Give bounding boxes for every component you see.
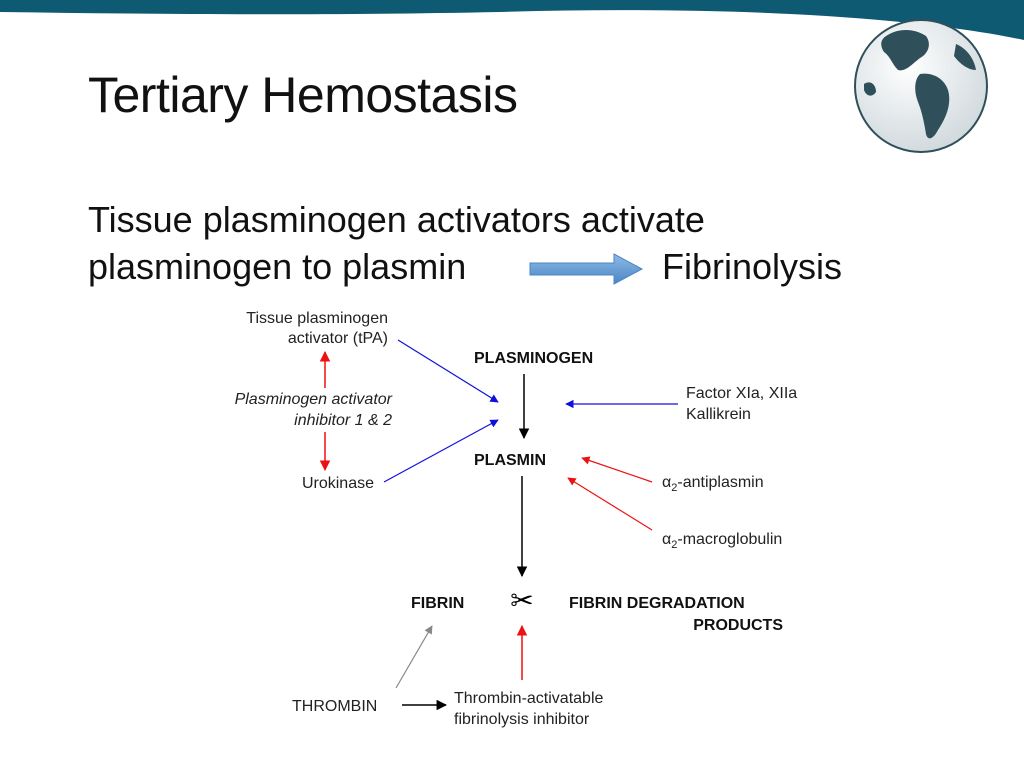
tafi-label-line-1: Thrombin-activatable <box>454 690 604 707</box>
macroglobulin-subscript: 2 <box>671 539 677 551</box>
macroglobulin-label: α2-macroglobulin <box>662 531 782 551</box>
pai-label-line-2: inhibitor 1 & 2 <box>294 412 392 429</box>
antiplasmin-label: α2-antiplasmin <box>662 474 764 494</box>
slide-title: Tertiary Hemostasis <box>88 67 518 123</box>
header-band <box>0 0 1024 40</box>
antiplasmin-text: -antiplasmin <box>677 474 763 491</box>
factor-label-line-2: Kallikrein <box>686 406 751 423</box>
tpa-label-line-2: activator (tPA) <box>288 330 388 347</box>
antiplasmin-alpha: α <box>662 474 671 491</box>
subtitle-line-1: Tissue plasminogen activators activate <box>88 199 705 240</box>
tafi-label-line-2: fibrinolysis inhibitor <box>454 711 590 728</box>
thrombin-to-fibrin-arrow <box>395 625 433 689</box>
fdp-label-line-1: FIBRIN DEGRADATION <box>569 595 745 612</box>
subtitle-line-2: plasminogen to plasmin <box>88 246 467 287</box>
factor-label-line-1: Factor XIa, XIIa <box>686 385 797 402</box>
tpa-activation-arrow <box>397 339 499 403</box>
thrombin-label: THROMBIN <box>292 698 377 715</box>
fibrin-label: FIBRIN <box>411 595 464 612</box>
urokinase-activation-arrow <box>383 419 499 483</box>
fdp-label-line-2: PRODUCTS <box>693 617 783 634</box>
globe-icon <box>854 19 988 153</box>
antiplasmin-subscript: 2 <box>671 482 677 494</box>
antiplasmin-inhibition-arrow <box>581 456 653 483</box>
macroglobulin-alpha: α <box>662 531 671 548</box>
urokinase-label: Urokinase <box>302 475 374 492</box>
right-arrow-icon <box>529 253 644 285</box>
scissors-icon: ✂ <box>510 584 533 617</box>
plasminogen-label: PLASMINOGEN <box>474 350 593 367</box>
pai-label-line-1: Plasminogen activator <box>235 391 393 408</box>
macroglobulin-text: -macroglobulin <box>677 531 782 548</box>
macroglobulin-inhibition-arrow <box>567 477 653 531</box>
fibrinolysis-label: Fibrinolysis <box>662 246 843 287</box>
tpa-label-line-1: Tissue plasminogen <box>246 310 388 327</box>
plasmin-label: PLASMIN <box>474 452 546 469</box>
